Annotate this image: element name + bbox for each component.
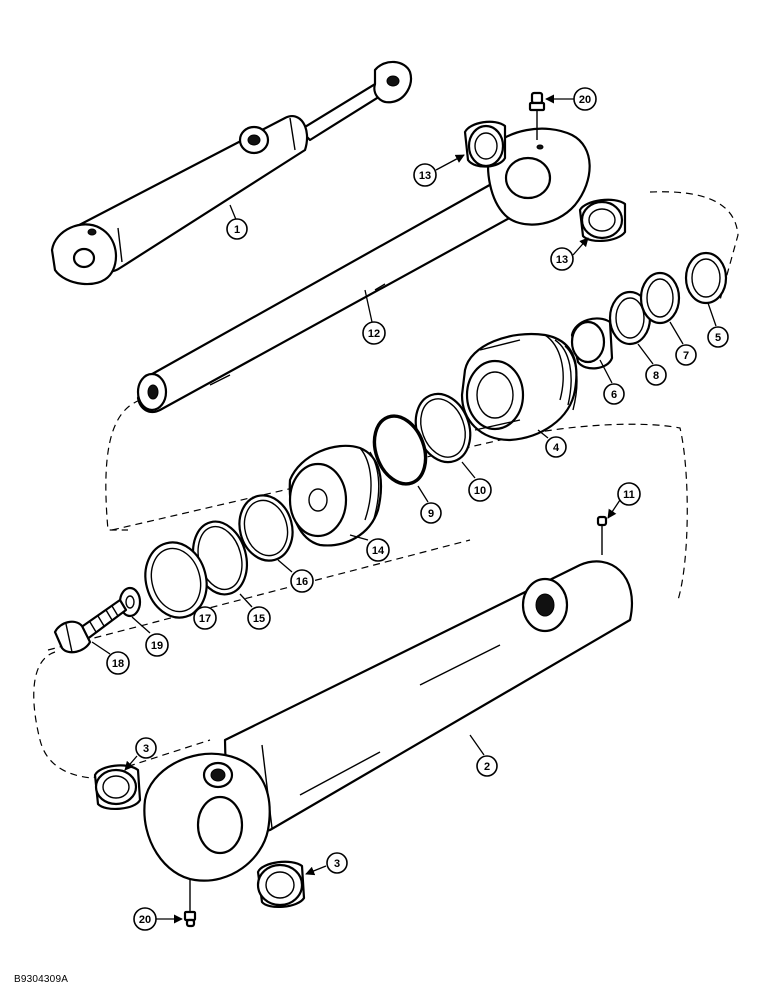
svg-text:14: 14 bbox=[372, 545, 385, 557]
callout-12: 12 bbox=[362, 289, 386, 345]
wiper-seal bbox=[684, 251, 728, 305]
barrel-bushing-lower bbox=[256, 860, 306, 908]
svg-text:20: 20 bbox=[579, 94, 591, 106]
callout-20-bottom: 20 bbox=[133, 907, 183, 931]
callout-15: 15 bbox=[239, 593, 271, 630]
assembly-guide-lower bbox=[33, 651, 211, 779]
callout-20-top: 20 bbox=[545, 87, 597, 111]
svg-text:16: 16 bbox=[296, 576, 308, 588]
callout-1: 1 bbox=[226, 204, 248, 240]
callout-13-bottom: 13 bbox=[550, 237, 589, 271]
callout-3-lower: 3 bbox=[305, 852, 348, 876]
piston-backup-ring bbox=[144, 541, 208, 619]
svg-text:11: 11 bbox=[623, 489, 635, 501]
svg-text:6: 6 bbox=[611, 389, 617, 401]
svg-text:18: 18 bbox=[112, 658, 124, 670]
callout-11: 11 bbox=[607, 482, 641, 519]
callout-5: 5 bbox=[707, 302, 729, 348]
svg-text:4: 4 bbox=[553, 442, 560, 454]
callout-3-upper: 3 bbox=[124, 737, 157, 771]
gland bbox=[460, 333, 578, 442]
callout-8: 8 bbox=[637, 343, 667, 386]
svg-text:17: 17 bbox=[199, 613, 211, 625]
svg-text:7: 7 bbox=[683, 350, 689, 362]
callout-2: 2 bbox=[469, 734, 498, 777]
svg-text:5: 5 bbox=[715, 332, 721, 344]
svg-text:2: 2 bbox=[484, 761, 490, 773]
backup-ring bbox=[639, 271, 681, 325]
grease-fitting-bottom bbox=[183, 880, 197, 928]
complete-cylinder-assembly bbox=[50, 60, 413, 286]
wear-ring bbox=[570, 317, 614, 370]
piston-bolt bbox=[53, 598, 128, 654]
svg-text:9: 9 bbox=[428, 508, 434, 520]
svg-text:15: 15 bbox=[253, 613, 265, 625]
svg-text:3: 3 bbox=[334, 858, 340, 870]
callout-14: 14 bbox=[349, 534, 390, 562]
svg-text:13: 13 bbox=[419, 170, 431, 182]
callout-4: 4 bbox=[537, 429, 567, 458]
callout-17: 17 bbox=[189, 605, 217, 630]
callout-10: 10 bbox=[461, 461, 492, 502]
svg-text:20: 20 bbox=[139, 914, 151, 926]
rod-bushing-upper bbox=[463, 120, 507, 168]
grease-fitting-top bbox=[528, 91, 546, 140]
assembly-guide-bottom bbox=[47, 539, 471, 651]
piston-seal bbox=[238, 494, 294, 562]
svg-text:8: 8 bbox=[653, 370, 659, 382]
assembly-guide-middle bbox=[111, 423, 688, 601]
svg-text:1: 1 bbox=[234, 224, 240, 236]
callout-9: 9 bbox=[417, 485, 442, 524]
svg-text:13: 13 bbox=[556, 254, 568, 266]
rod-seal bbox=[608, 290, 652, 346]
svg-text:19: 19 bbox=[151, 640, 163, 652]
figure-id: B9304309A bbox=[14, 974, 69, 985]
piston-rod bbox=[136, 127, 591, 414]
grease-fitting-barrel bbox=[596, 515, 608, 555]
callout-16: 16 bbox=[277, 559, 314, 593]
callout-13-top: 13 bbox=[413, 154, 465, 187]
svg-text:10: 10 bbox=[474, 485, 486, 497]
callout-18: 18 bbox=[91, 641, 130, 675]
piston bbox=[288, 444, 382, 547]
callout-6: 6 bbox=[599, 359, 625, 405]
svg-text:12: 12 bbox=[368, 328, 380, 340]
assembly-guide-upper bbox=[105, 191, 739, 531]
rod-bushing-lower bbox=[578, 198, 627, 242]
svg-text:3: 3 bbox=[143, 743, 149, 755]
o-ring-gland bbox=[372, 414, 428, 486]
callout-19: 19 bbox=[131, 616, 169, 657]
callout-7: 7 bbox=[669, 321, 697, 366]
barrel-bushing-upper bbox=[93, 764, 142, 810]
cylinder-barrel bbox=[143, 560, 633, 882]
